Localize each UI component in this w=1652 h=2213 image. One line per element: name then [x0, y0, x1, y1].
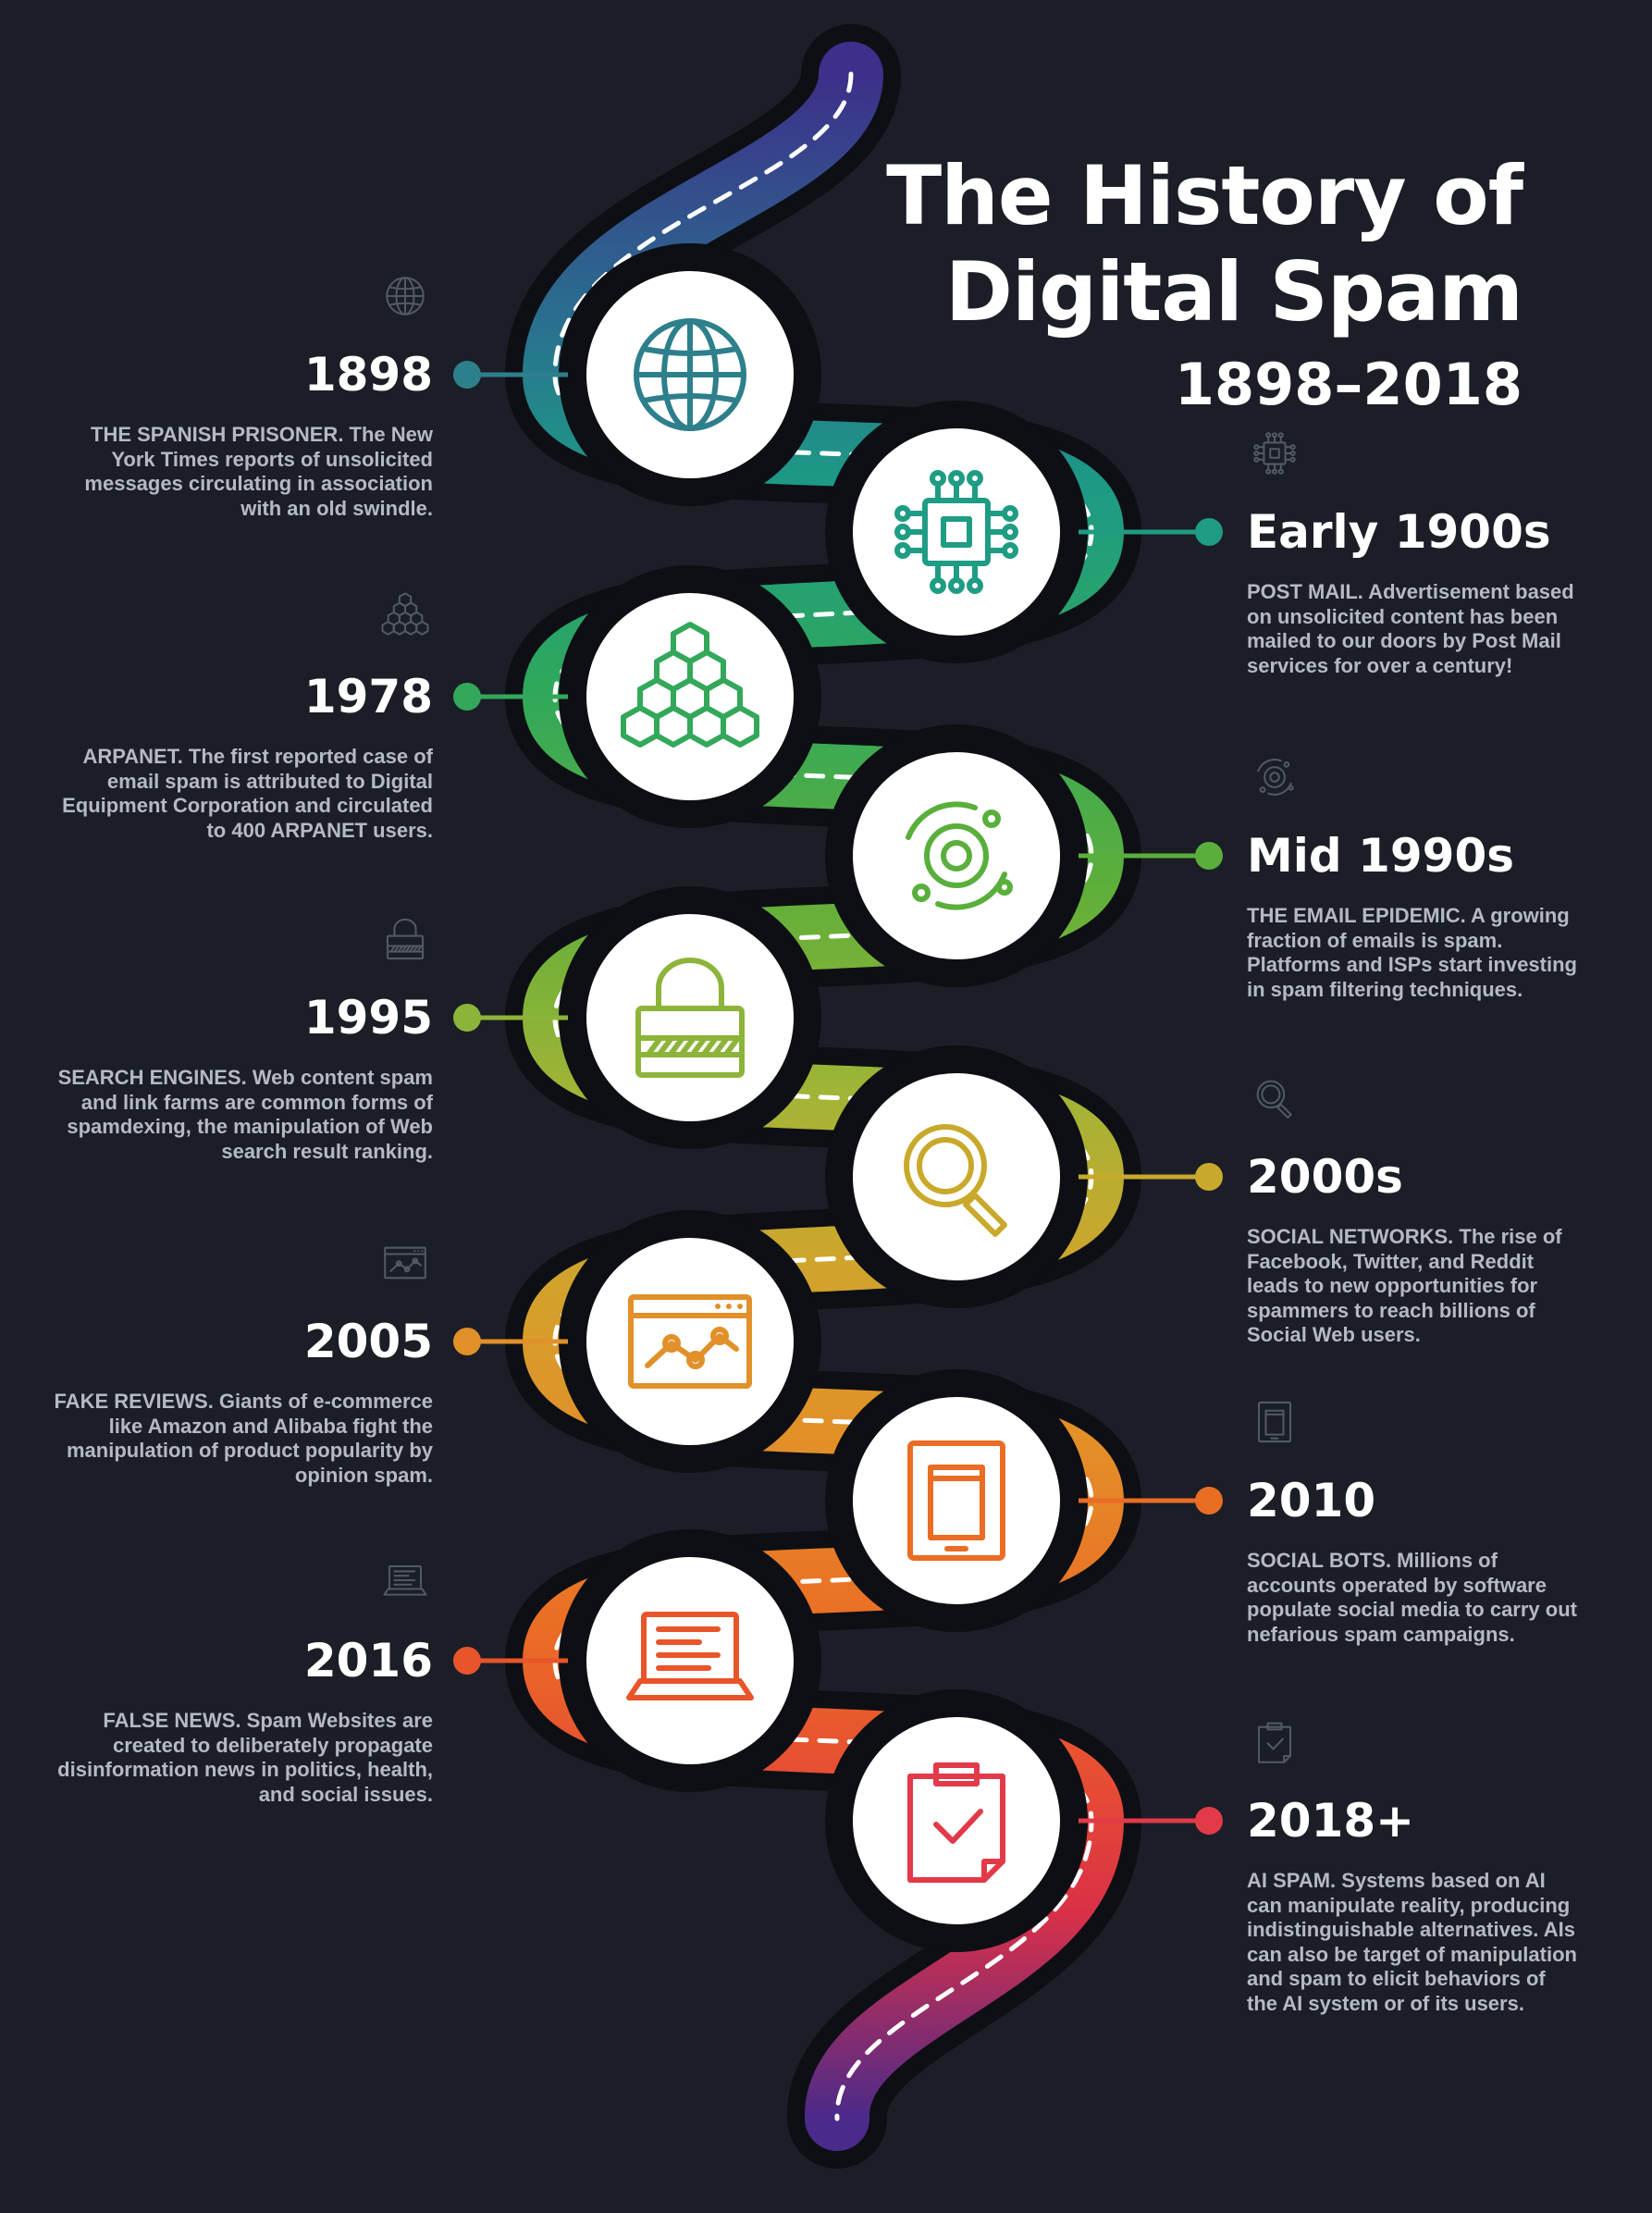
tablet-ghost-icon: [1257, 1401, 1292, 1443]
entry-year: 1898: [303, 348, 433, 402]
orbit-icon: [906, 801, 1013, 910]
lock-ghost-icon: [386, 918, 425, 960]
entry-description: AI SPAM. Systems based on AI can manipul…: [1247, 1869, 1577, 2015]
globe-icon: [634, 318, 746, 431]
magnifier-ghost-icon: [1256, 1080, 1292, 1119]
road-lane-markings: [552, 71, 1094, 2121]
magnifier-icon: [904, 1124, 1007, 1237]
entry-description: POST MAIL. Advertisement based on unsoli…: [1247, 580, 1574, 677]
node-icon-circle: [853, 1397, 1060, 1604]
tablet-icon: [907, 1440, 1005, 1561]
globe-ghost-icon: [386, 277, 425, 315]
orbit-ghost-icon: [1257, 759, 1294, 796]
node-icon-circle: [853, 1073, 1060, 1280]
laptop-icon: [626, 1612, 754, 1700]
entry-description: SEARCH ENGINES. Web content spam and lin…: [57, 1066, 433, 1163]
cubes-ghost-icon: [381, 592, 429, 636]
entry-year: 2018+: [1247, 1794, 1415, 1848]
node-icon-circle: [853, 1717, 1060, 1924]
browser-chart-ghost-icon: [384, 1246, 426, 1280]
node-icon-circle: [586, 1238, 794, 1445]
lock-icon: [635, 958, 745, 1078]
entry-description: THE EMAIL EPIDEMIC. A growing fraction o…: [1247, 904, 1577, 1001]
entry-description: ARPANET. The first reported case of emai…: [62, 745, 433, 842]
title-line-2: Digital Spam: [944, 244, 1523, 340]
connector-dot: [453, 1328, 481, 1355]
connector-dot: [1195, 518, 1223, 546]
cubes-icon: [621, 622, 759, 748]
timeline-node: [825, 1045, 1292, 1308]
entry-description: THE SPANISH PRISONER. The New York Times…: [84, 423, 433, 520]
entry-year: 1978: [303, 670, 433, 723]
entry-year: 1995: [303, 991, 433, 1045]
browser-chart-icon: [628, 1294, 752, 1389]
entry-year: Early 1900s: [1247, 505, 1551, 559]
connector-dot: [453, 361, 481, 389]
entry-year: Mid 1990s: [1247, 829, 1515, 883]
timeline-node: [825, 724, 1294, 987]
connector-dot: [1195, 842, 1223, 870]
entry-description: SOCIAL BOTS. Millions of accounts operat…: [1247, 1549, 1577, 1646]
connector-dot: [1195, 1163, 1223, 1191]
entry-year: 2010: [1247, 1474, 1376, 1527]
title-line-1: The History of: [886, 148, 1523, 243]
entry-description: SOCIAL NETWORKS. The rise of Facebook, T…: [1247, 1225, 1562, 1346]
entry-description: FAKE REVIEWS. Giants of e-commerce like …: [54, 1390, 433, 1487]
entry-description: FALSE NEWS. Spam Websites are created to…: [57, 1709, 433, 1806]
timeline-node: [386, 243, 821, 506]
timeline-node: [383, 1529, 821, 1792]
timeline-node: [825, 1689, 1292, 1952]
title-years: 1898–2018: [1174, 351, 1523, 418]
node-icon-circle: [853, 428, 1060, 636]
node-icon-circle: [853, 752, 1060, 959]
infographic-title: The History of Digital Spam 1898–2018: [886, 148, 1523, 424]
laptop-ghost-icon: [383, 1564, 427, 1596]
chip-ghost-icon: [1253, 432, 1296, 475]
connector-dot: [1195, 1807, 1223, 1835]
connector-dot: [453, 683, 481, 711]
timeline-node: [825, 401, 1296, 663]
connector-dot: [453, 1004, 481, 1032]
timeline-node: [384, 1210, 821, 1473]
node-icon-circle: [586, 593, 794, 800]
node-icon-circle: [586, 1557, 794, 1764]
connector-dot: [1195, 1487, 1223, 1514]
timeline-entry-9: 2018+ AI SPAM. Systems based on AI can ma…: [1247, 1793, 1580, 2016]
entry-year: 2016: [303, 1634, 433, 1688]
clipboard-icon: [907, 1762, 1005, 1883]
chip-icon: [894, 470, 1018, 594]
connector-dot: [453, 1647, 481, 1675]
clipboard-ghost-icon: [1257, 1722, 1292, 1763]
node-icon-circle: [586, 914, 794, 1121]
timeline-node: [381, 565, 821, 828]
timeline-node: [825, 1369, 1292, 1632]
timeline-node: [386, 886, 821, 1149]
entry-year: 2005: [303, 1315, 433, 1368]
entry-year: 2000s: [1247, 1150, 1403, 1204]
